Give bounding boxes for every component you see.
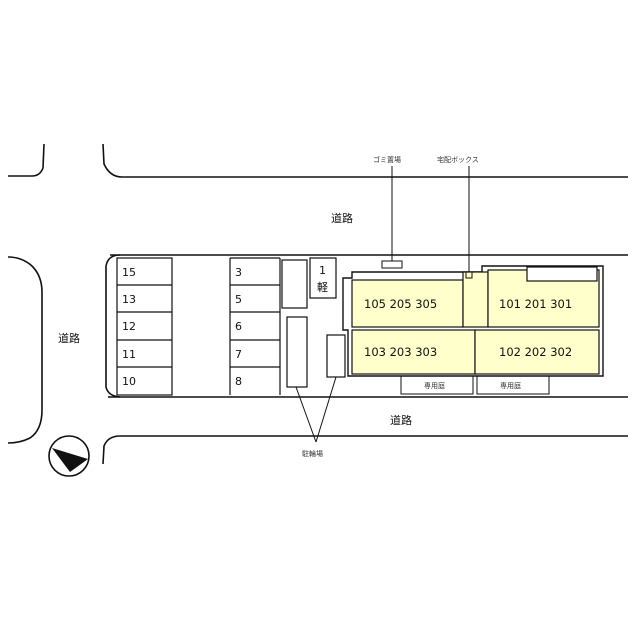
road-label-north: 道路: [331, 211, 353, 225]
kei-space-box: [309, 257, 337, 299]
parking-left-frame: [116, 257, 173, 396]
site-boundary: [105, 254, 121, 398]
unit-block-sw: [351, 329, 476, 375]
parking-block-left: [116, 257, 173, 396]
building-outer-wall: [342, 265, 604, 377]
road-label-south: 道路: [390, 413, 412, 427]
parking-number: 5: [235, 293, 242, 306]
north-arrow-icon: [48, 435, 90, 477]
private-garden-label: 専用庭: [424, 381, 445, 390]
garbage-area-label: ゴミ置場: [373, 155, 401, 164]
parking-number: 10: [122, 375, 136, 388]
unit-block-mid: [462, 271, 489, 328]
road-curb-nw: [8, 143, 45, 177]
delivery-box-label: 宅配ボックス: [437, 155, 479, 164]
unit-block-se: [474, 329, 600, 375]
unit-label-ne: 101 201 301: [499, 297, 572, 311]
parking-number: 8: [235, 375, 242, 388]
parking-number: 3: [235, 266, 242, 279]
unit-label-sw: 103 203 303: [364, 345, 437, 359]
parking-number: 13: [122, 293, 136, 306]
bike-rack: [286, 316, 308, 388]
bike-rack: [281, 259, 308, 309]
building-outline: [342, 265, 604, 377]
unit-label-se: 102 202 302: [499, 345, 572, 359]
bicycle-callout-line: [295, 386, 317, 443]
road-south-bottom-edge: [102, 435, 628, 465]
parking-mid-numbers: 3 5 6 7 8: [235, 266, 242, 388]
parking-number: 11: [122, 348, 136, 361]
private-garden-box: [476, 375, 550, 395]
building-units: [351, 266, 600, 375]
road-outlines: [7, 143, 628, 465]
unit-label-nw: 105 205 305: [364, 297, 437, 311]
parking-number: 7: [235, 348, 242, 361]
bicycle-callout: [295, 376, 337, 443]
bicycle-callout-line: [315, 376, 337, 443]
private-garden-label: 専用庭: [500, 381, 521, 390]
unit-block-nw: [351, 279, 464, 328]
compass-needle: [52, 448, 88, 472]
road-north-top-edge: [102, 143, 628, 178]
kei-and-bikes: [281, 257, 346, 388]
callouts: [381, 166, 473, 279]
kei-space-number: 1: [319, 264, 326, 277]
mechanical-box: [526, 266, 598, 282]
parking-number: 6: [235, 320, 242, 333]
parking-number: 15: [122, 266, 136, 279]
site-left-edge: [105, 254, 121, 398]
private-garden-box: [400, 375, 474, 395]
parking-block-mid: [229, 257, 281, 395]
bike-rack: [326, 334, 346, 378]
road-label-west: 道路: [58, 331, 80, 345]
parking-left-numbers: 15 13 12 11 10: [122, 266, 136, 388]
kei-space-type: 軽: [317, 281, 328, 294]
bicycle-parking-label: 駐輪場: [302, 449, 323, 458]
garbage-area-box: [381, 260, 403, 269]
private-gardens: [400, 375, 550, 395]
parking-number: 12: [122, 320, 136, 333]
road-west-curb: [7, 256, 43, 444]
